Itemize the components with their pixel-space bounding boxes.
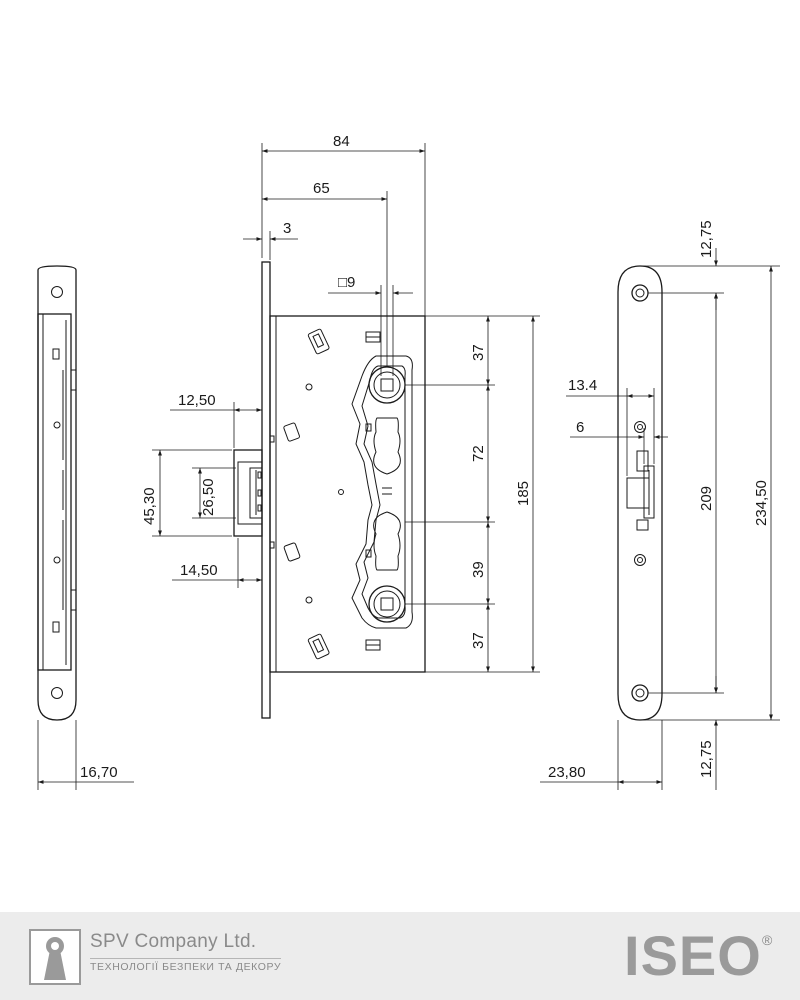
dim-latch-width: 13.4 — [568, 377, 597, 394]
dim-latch-offset: 6 — [576, 419, 584, 436]
dim-spindle-square: □9 — [338, 274, 355, 291]
dim-mid-seg: 72 — [470, 445, 487, 462]
lock-body-view: 84 65 3 □9 12,50 45,30 26,50 — [141, 133, 540, 719]
registered-mark: ® — [762, 932, 773, 948]
dim-faceplate-length: 234,50 — [753, 480, 770, 526]
brand-letter-s: S — [640, 924, 679, 987]
dim-latch-height: 45,30 — [141, 487, 158, 525]
brand-letter-o: O — [717, 924, 762, 987]
brand-letter-e: E — [678, 924, 718, 987]
dim-faceplate: 3 — [283, 220, 291, 237]
lock-technical-drawing: 16,70 — [37, 133, 780, 790]
dim-latch-projection: 12,50 — [178, 392, 216, 409]
dim-to-spindle: 65 — [313, 180, 330, 197]
spv-keyhole-logo-icon — [29, 929, 81, 985]
company-name: SPV Company Ltd. — [90, 931, 257, 952]
company-tagline: ТЕХНОЛОГІЇ БЕЗПЕКИ ТА ДЕКОРУ — [90, 958, 282, 973]
dim-faceplate-hole-dist: 209 — [698, 486, 715, 511]
dim-latch-depth: 14,50 — [180, 562, 218, 579]
dim-screw-bottom: 12,75 — [698, 740, 715, 778]
dim-lower-seg: 39 — [470, 561, 487, 578]
iseo-brand-logo: ISEO — [624, 926, 762, 986]
brand-letter-i: I — [624, 924, 641, 987]
dim-screw-top: 12,75 — [698, 220, 715, 258]
dim-faceplate-front-width: 23,80 — [548, 764, 586, 781]
faceplate-front-view: 13.4 6 23,80 12,75 209 12,75 234,50 — [540, 220, 780, 790]
dim-bottom-seg: 37 — [470, 632, 487, 649]
dim-latch-inner: 26,50 — [200, 478, 217, 516]
dim-faceplate-width: 16,70 — [80, 764, 118, 781]
dim-top-seg: 37 — [470, 344, 487, 361]
faceplate-side-view: 16,70 — [37, 265, 134, 790]
dim-width-total: 84 — [333, 133, 350, 150]
footer-bar: SPV Company Ltd. ТЕХНОЛОГІЇ БЕЗПЕКИ ТА Д… — [0, 912, 800, 1000]
dim-case-height: 185 — [515, 481, 532, 506]
